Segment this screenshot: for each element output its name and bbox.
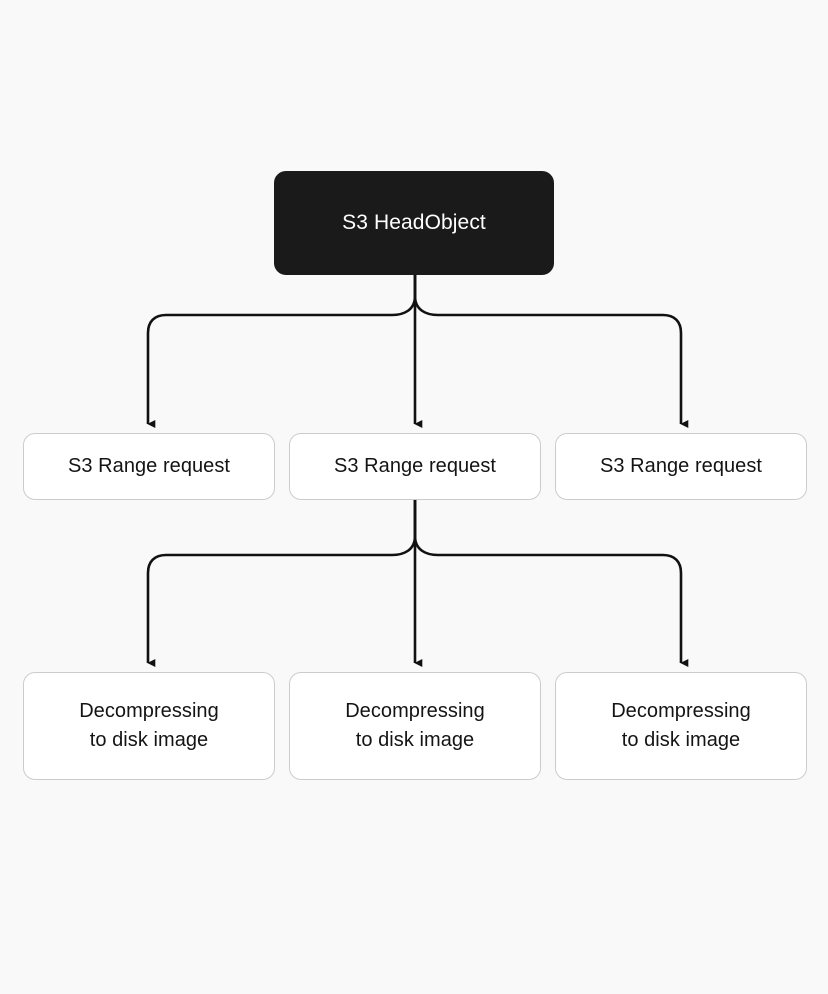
connector-mid-to-bot-left	[146, 500, 417, 668]
connector-root-to-mid-left	[146, 275, 417, 429]
node-label: Decompressing to disk image	[611, 700, 751, 751]
node-label: S3 HeadObject	[342, 211, 486, 234]
node-decompressing-to-disk-image-1[interactable]: Decompressing to disk image	[23, 672, 275, 780]
node-decompressing-to-disk-image-3[interactable]: Decompressing to disk image	[555, 672, 807, 780]
node-decompressing-to-disk-image-2[interactable]: Decompressing to disk image	[289, 672, 541, 780]
connector-mid-to-bot-right	[413, 500, 689, 668]
node-label: Decompressing to disk image	[345, 700, 485, 751]
node-s3-range-request-1[interactable]: S3 Range request	[23, 433, 275, 500]
node-label: Decompressing to disk image	[79, 700, 219, 751]
node-s3-headobject[interactable]: S3 HeadObject	[274, 171, 554, 275]
node-s3-range-request-2[interactable]: S3 Range request	[289, 433, 541, 500]
node-label: S3 Range request	[67, 455, 231, 477]
connector-root-to-mid-right	[413, 275, 689, 429]
node-s3-range-request-3[interactable]: S3 Range request	[555, 433, 807, 500]
node-label: S3 Range request	[333, 455, 497, 477]
node-label: S3 Range request	[599, 455, 763, 477]
